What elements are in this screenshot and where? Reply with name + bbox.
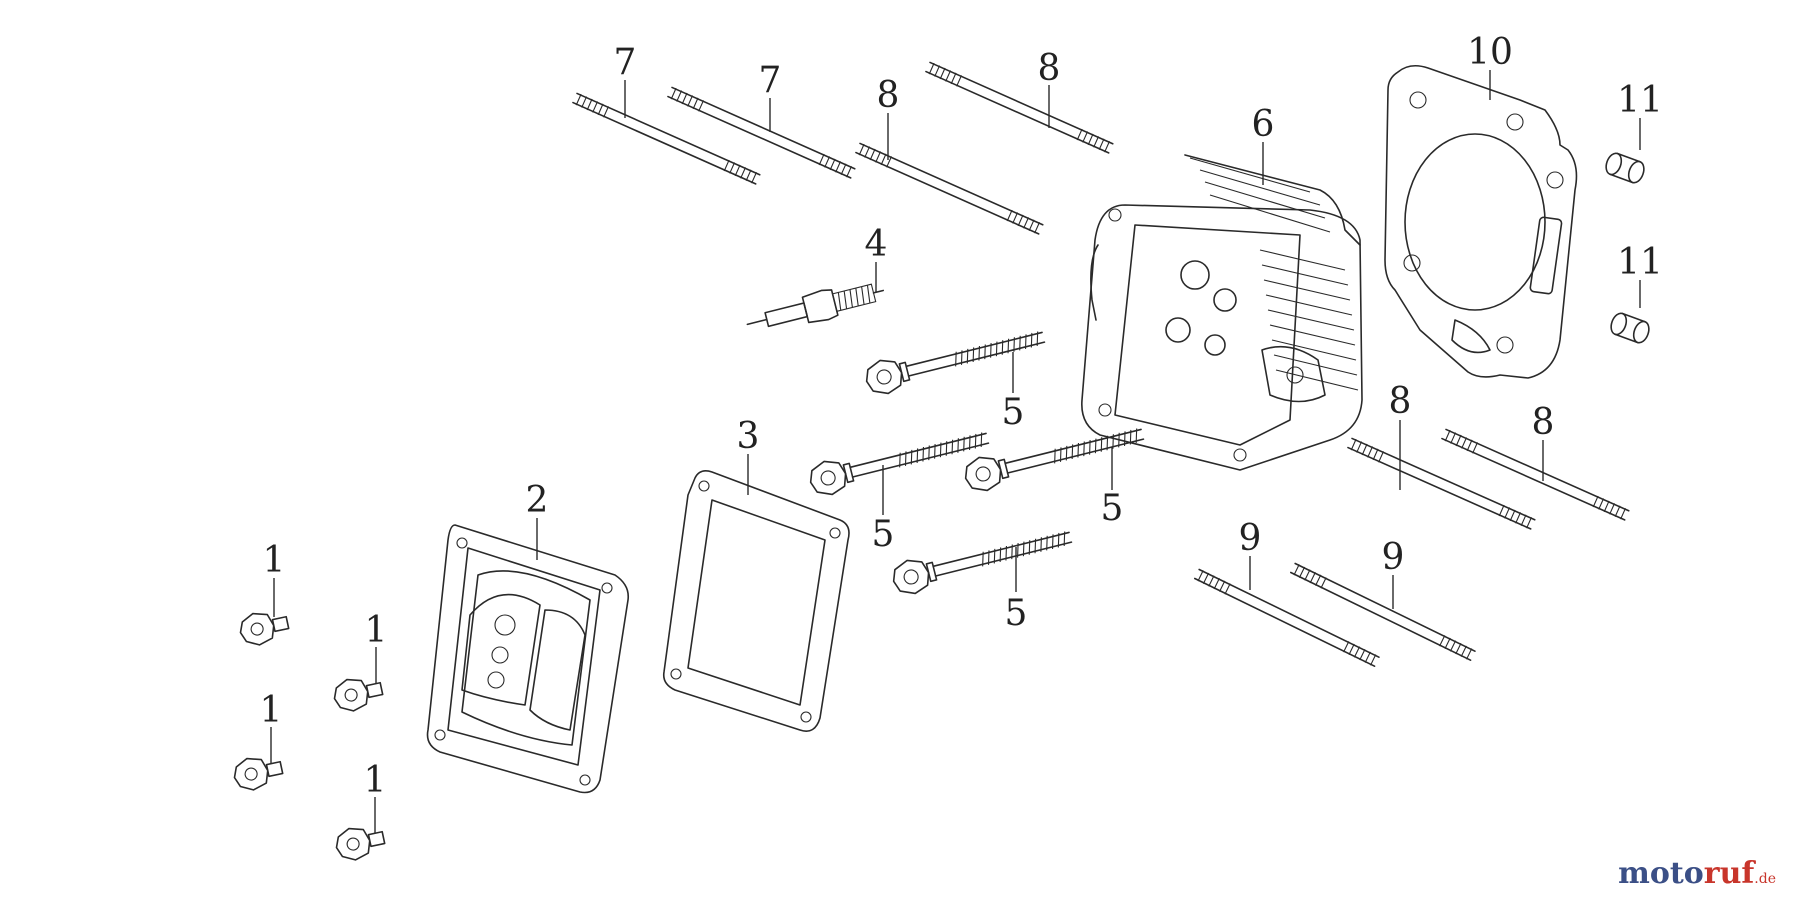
bolt-part-1-d bbox=[332, 821, 388, 865]
callout-7-b: 7 bbox=[759, 60, 782, 101]
callout-8-b: 8 bbox=[1038, 48, 1061, 89]
motoruf-watermark-logo: motoruf.de bbox=[1618, 856, 1776, 891]
head-bolt-part-5-c bbox=[960, 416, 1148, 496]
spark-plug-part-4 bbox=[746, 283, 885, 328]
watermark-part-2: ruf bbox=[1703, 856, 1755, 891]
callout-1-b: 1 bbox=[365, 610, 388, 651]
callout-8-c: 8 bbox=[1389, 381, 1412, 422]
head-bolt-part-5-b bbox=[805, 420, 993, 500]
stud-part-8-b bbox=[924, 60, 1114, 155]
callout-10: 10 bbox=[1467, 32, 1513, 73]
callout-8-a: 8 bbox=[877, 75, 900, 116]
callout-5-a: 5 bbox=[1002, 392, 1025, 433]
cover-gasket-part-3 bbox=[662, 470, 850, 732]
valve-cover-part-2 bbox=[426, 524, 630, 794]
head-gasket-part-10 bbox=[1384, 64, 1578, 379]
callout-8-d: 8 bbox=[1532, 402, 1555, 443]
callout-11-b: 11 bbox=[1617, 242, 1663, 283]
bolt-part-1-c bbox=[230, 751, 286, 795]
callout-5-d: 5 bbox=[1005, 593, 1028, 634]
stud-part-9-a bbox=[1193, 567, 1381, 668]
callout-5-c: 5 bbox=[1101, 488, 1124, 529]
dowel-pin-part-11-a bbox=[1605, 152, 1645, 184]
callout-1-c: 1 bbox=[260, 690, 283, 731]
callout-9-b: 9 bbox=[1382, 537, 1405, 578]
callout-4: 4 bbox=[865, 224, 888, 265]
bolt-part-1-a bbox=[236, 606, 292, 650]
callout-6: 6 bbox=[1252, 104, 1275, 145]
dowel-pin-part-11-b bbox=[1610, 312, 1650, 344]
callout-9-a: 9 bbox=[1239, 518, 1262, 559]
callout-2: 2 bbox=[526, 480, 549, 521]
cylinder-head-part-6 bbox=[1081, 154, 1363, 471]
watermark-part-1: moto bbox=[1618, 856, 1704, 891]
callout-5-b: 5 bbox=[872, 514, 895, 555]
callout-1-a: 1 bbox=[263, 540, 286, 581]
bolt-part-1-b bbox=[330, 672, 386, 716]
head-bolt-part-5-a bbox=[861, 319, 1049, 399]
leader-lines bbox=[270, 70, 1641, 833]
callout-1-d: 1 bbox=[364, 760, 387, 801]
watermark-suffix: .de bbox=[1754, 871, 1776, 887]
callout-7-a: 7 bbox=[614, 42, 637, 83]
stud-part-7-a bbox=[571, 91, 761, 186]
stud-part-8-a bbox=[854, 141, 1044, 236]
callout-11-a: 11 bbox=[1617, 80, 1663, 121]
head-bolt-part-5-d bbox=[888, 519, 1076, 599]
stud-part-8-c bbox=[1346, 436, 1536, 531]
callout-3: 3 bbox=[737, 416, 760, 457]
